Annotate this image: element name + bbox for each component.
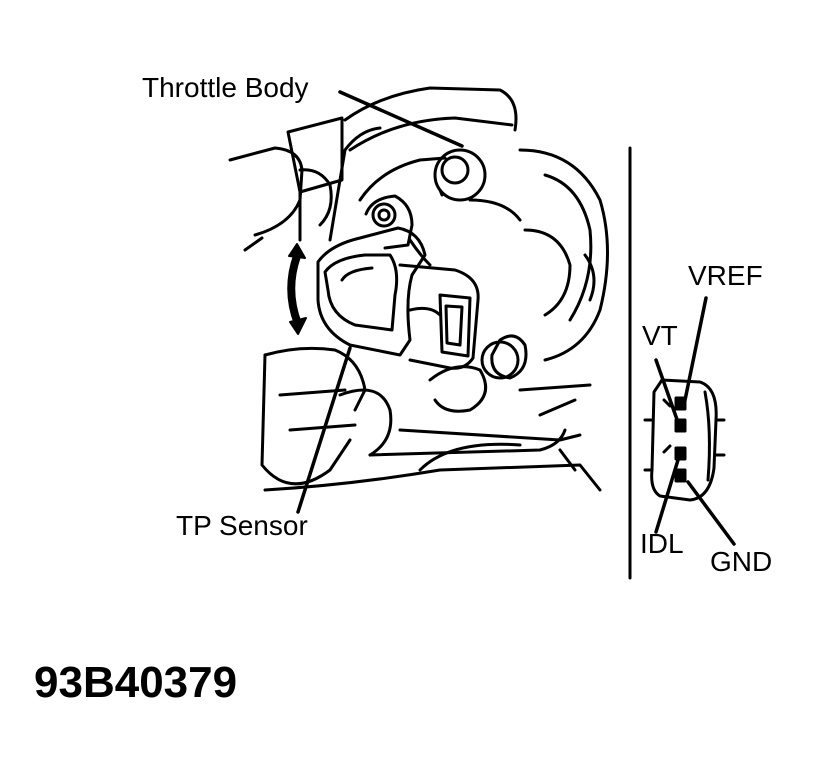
tp-sensor-body [316,194,520,380]
vref-pointer [682,296,708,407]
tp-sensor-label: TP Sensor [176,510,308,541]
tp-sensor-pointer [296,346,352,514]
idl-pointer [654,458,680,534]
gnd-pointer [686,480,736,546]
vref-label: VREF [688,260,763,291]
figure-id: 93B40379 [34,658,238,707]
throttle-body-pointer [338,90,464,148]
engine-background-linework [228,86,609,492]
sensor-connector-detail [643,378,726,502]
gnd-label: GND [710,546,773,577]
vt-pointer [654,358,682,430]
idl-label: IDL [640,528,684,559]
vt-label: VT [642,320,678,351]
throttle-body-bolt [433,148,487,202]
throttle-body-label: Throttle Body [142,72,309,103]
rotation-arrow-icon [287,243,307,335]
